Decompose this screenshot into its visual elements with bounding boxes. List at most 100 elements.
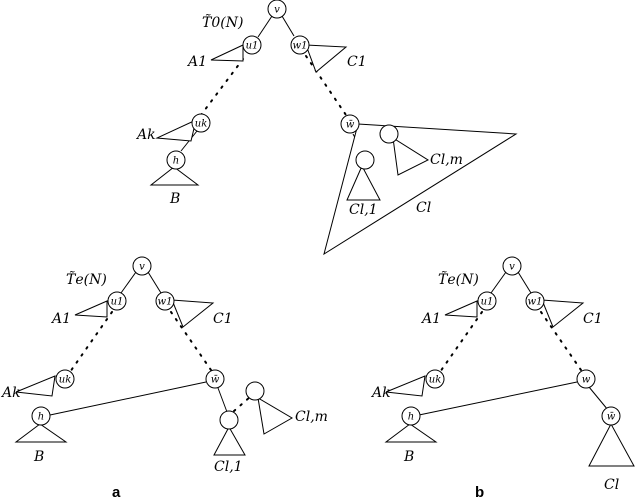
top-label-Clm: Cl,m	[430, 152, 463, 168]
a-label-Cl1: Cl,1	[214, 459, 243, 475]
b-node-w1-label: w1	[528, 297, 543, 308]
b-node-w1	[525, 291, 545, 311]
b-subtree-C1	[541, 299, 585, 328]
b-label-Cl: Cl	[604, 477, 619, 493]
a-dots-u1-uk	[69, 311, 113, 373]
top-node-child-right	[379, 124, 399, 144]
a-subtree-B	[14, 423, 68, 443]
a-node-w-bar	[205, 369, 225, 389]
b-subtree-A1	[444, 300, 478, 318]
panel-a-tree: v u1 w1 uk h w̄ T̃e(N) A1 C1 Ak B Cl,m C…	[0, 256, 328, 501]
b-dots-u1-uk	[439, 311, 483, 373]
top-node-h-label: h	[173, 156, 179, 167]
b-node-v-label: v	[509, 262, 515, 273]
b-node-v	[502, 256, 522, 276]
a-edge-v-w1	[147, 271, 162, 294]
b-edge-w-h	[418, 381, 578, 416]
a-edge-wbar-left	[217, 387, 228, 413]
top-subtree-Clm	[392, 137, 430, 176]
b-label-Ak: Ak	[370, 385, 391, 401]
a-node-w-bar-label: w̄	[211, 375, 220, 386]
top-node-h	[166, 150, 186, 170]
a-label-Clm: Cl,m	[295, 409, 328, 425]
b-node-u1-label: u1	[481, 297, 494, 308]
top-tree: v u1 w1 uk h w̄ T̃0(N) A1 C1 Ak B Cl,m C…	[135, 0, 518, 256]
top-node-uk-label: uk	[195, 119, 208, 130]
b-label-A1: A1	[420, 311, 441, 327]
top-subtree-Ak	[155, 119, 197, 142]
a-tree-label: T̃e(N)	[66, 270, 107, 288]
top-label-A1: A1	[186, 54, 207, 70]
top-node-w1	[290, 35, 310, 55]
a-node-w1	[155, 291, 175, 311]
a-node-h-label: h	[38, 412, 44, 423]
top-label-C1: C1	[347, 54, 367, 70]
b-node-w-bar-label: w̄	[607, 412, 616, 423]
top-edge-v-u1	[257, 15, 273, 38]
a-subtree-Ak	[15, 375, 56, 397]
a-node-child-left	[219, 410, 239, 430]
panel-b-tree: v u1 w1 uk h w w̄ T̃e(N) A1 C1 Ak B Cl b	[370, 256, 635, 501]
b-edge-v-w1	[517, 271, 532, 294]
top-node-v	[267, 0, 287, 19]
a-dots-w1-wbar	[170, 311, 212, 371]
top-label-Cl1: Cl,1	[349, 202, 378, 218]
a-node-child-right	[245, 381, 265, 401]
top-label-Ak: Ak	[135, 127, 156, 143]
b-node-h	[401, 406, 421, 426]
b-edge-v-u1	[490, 271, 507, 294]
a-dots-wbar-right	[233, 396, 251, 412]
top-subtree-C1	[305, 44, 348, 73]
a-label-C1: C1	[213, 311, 233, 327]
b-node-w	[576, 369, 596, 389]
b-label-B: B	[403, 449, 414, 465]
a-subtree-Cl1	[213, 425, 246, 456]
b-node-w-bar	[601, 406, 621, 426]
a-node-u1	[107, 291, 127, 311]
b-subtree-Cl	[588, 422, 635, 467]
b-node-u1	[477, 291, 497, 311]
top-node-w-bar-label: w̄	[346, 120, 355, 131]
top-subtree-A1	[210, 44, 244, 62]
a-subtree-C1	[171, 299, 215, 328]
a-edge-v-u1	[120, 271, 137, 294]
b-dots-w1-w	[540, 311, 582, 371]
top-tree-label: T̃0(N)	[202, 13, 243, 31]
top-label-Cl: Cl	[416, 200, 431, 216]
top-node-w-bar	[340, 114, 360, 134]
top-node-child-left	[355, 150, 375, 170]
b-node-h-label: h	[408, 412, 414, 423]
b-node-uk	[425, 369, 445, 389]
top-node-u1	[242, 35, 262, 55]
top-label-B: B	[169, 191, 180, 207]
a-node-h	[31, 406, 51, 426]
a-edge-wbar-h	[49, 381, 207, 416]
a-node-uk	[55, 369, 75, 389]
b-tree-label: T̃e(N)	[438, 270, 479, 288]
a-node-v-label: v	[139, 262, 145, 273]
b-node-uk-label: uk	[429, 375, 442, 386]
a-node-uk-label: uk	[59, 375, 72, 386]
top-node-u1-label: u1	[246, 41, 259, 52]
top-subtree-B	[149, 166, 200, 186]
b-label-C1: C1	[583, 311, 603, 327]
top-dots-u1-uk	[200, 58, 244, 116]
a-node-v	[132, 256, 152, 276]
a-node-w1-label: w1	[158, 297, 173, 308]
a-subtree-Clm	[257, 397, 293, 435]
a-label-A1: A1	[50, 311, 71, 327]
b-edge-w-wbar	[588, 386, 609, 411]
a-label-Ak: Ak	[0, 385, 21, 401]
a-subtree-A1	[74, 300, 108, 318]
b-subtree-B	[384, 423, 438, 443]
top-node-v-label: v	[274, 5, 280, 16]
b-node-w-label: w	[582, 375, 591, 386]
a-panel-caption: a	[112, 484, 121, 501]
b-panel-caption: b	[475, 484, 484, 501]
top-edge-v-w1	[281, 15, 295, 37]
top-subtree-Cl1	[346, 164, 381, 201]
top-node-w1-label: w1	[293, 41, 308, 52]
b-subtree-Ak	[385, 375, 426, 397]
top-node-uk	[191, 113, 211, 133]
